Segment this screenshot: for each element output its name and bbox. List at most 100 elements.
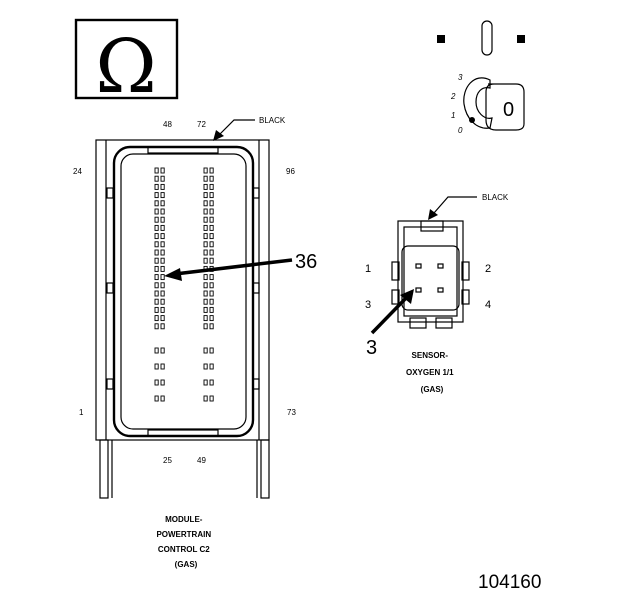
pcm-cavity xyxy=(154,241,159,248)
pcm-cavity xyxy=(154,224,159,231)
o2-sensor-connector: 1 2 3 4 BLACK 3 SENSOR- OXYGEN 1/1 (GAS) xyxy=(365,193,509,394)
pcm-cavity xyxy=(209,175,214,182)
o2-outer-body xyxy=(397,220,464,323)
pcm-cavity xyxy=(203,315,208,322)
pcm-cavity xyxy=(160,183,165,190)
o2-cavity-2 xyxy=(437,263,444,269)
pcm-cavity xyxy=(154,395,159,402)
pcm-cavity xyxy=(203,347,208,354)
o2-wire-leader xyxy=(433,196,477,214)
pcm-cavity xyxy=(209,233,214,240)
figure-number: 104160 xyxy=(478,572,541,593)
ignition-pos-3: 3 xyxy=(458,73,463,82)
pcm-cavity xyxy=(203,200,208,207)
pcm-cavity xyxy=(209,257,214,264)
pcm-cavity xyxy=(154,274,159,281)
pcm-cavity xyxy=(203,257,208,264)
pcm-cavity xyxy=(154,315,159,322)
pcm-cavity xyxy=(209,298,214,305)
pcm-cavity-grid xyxy=(154,167,214,402)
ignition-left-contact xyxy=(437,35,445,43)
pcm-cavity xyxy=(154,347,159,354)
pcm-cavity xyxy=(203,167,208,174)
o2-pin-3-leader xyxy=(370,294,410,335)
pcm-cavity xyxy=(154,200,159,207)
pcm-cavity xyxy=(209,183,214,190)
pcm-cavity xyxy=(154,183,159,190)
pcm-cavity xyxy=(160,233,165,240)
o2-pin-4-label: 4 xyxy=(485,299,491,311)
pcm-cavity xyxy=(160,395,165,402)
pcm-pin-73-label: 73 xyxy=(287,408,296,417)
pcm-inner-frame xyxy=(112,145,255,438)
pcm-cavity xyxy=(160,306,165,313)
ignition-key-dot xyxy=(469,117,475,123)
pcm-cavity xyxy=(160,315,165,322)
pcm-cavity xyxy=(154,363,159,370)
pcm-cavity xyxy=(154,306,159,313)
pcm-cavity xyxy=(209,192,214,199)
pcm-cavity xyxy=(209,167,214,174)
pcm-cavity xyxy=(203,233,208,240)
ignition-center-slot xyxy=(481,20,493,56)
pcm-wire-color: BLACK xyxy=(259,116,286,125)
pcm-cavity xyxy=(203,183,208,190)
pcm-leg-right xyxy=(260,439,270,499)
pcm-cavity xyxy=(154,216,159,223)
pcm-cavity xyxy=(209,274,214,281)
pcm-cavity xyxy=(154,208,159,215)
pcm-cavity xyxy=(160,257,165,264)
pcm-pin-25-label: 25 xyxy=(163,456,172,465)
ohm-symbol-box: Ω xyxy=(74,18,179,110)
pcm-cavity xyxy=(160,282,165,289)
o2-caption: SENSOR- OXYGEN 1/1 (GAS) xyxy=(406,345,458,394)
pcm-cavity xyxy=(209,323,214,330)
pcm-cavity xyxy=(160,274,165,281)
pcm-cavity xyxy=(160,208,165,215)
pcm-pin-24-label: 24 xyxy=(73,167,82,176)
ohm-icon: Ω xyxy=(95,24,156,110)
pcm-cavity xyxy=(160,200,165,207)
pcm-connector: 48 72 24 96 1 73 25 49 BLACK 36 MODULE- … xyxy=(73,116,317,569)
pcm-cavity xyxy=(203,290,208,297)
pcm-pin-1-label: 1 xyxy=(79,408,84,417)
pcm-cavity xyxy=(203,249,208,256)
pcm-cavity xyxy=(203,298,208,305)
pcm-cavity xyxy=(203,192,208,199)
o2-inner-body xyxy=(401,245,460,311)
pcm-cavity xyxy=(203,395,208,402)
pcm-cavity xyxy=(154,249,159,256)
ignition-pos-2: 2 xyxy=(450,92,456,101)
pcm-pin-36-callout: 36 xyxy=(295,251,317,273)
pcm-cavity xyxy=(154,282,159,289)
pcm-wire-arrow xyxy=(213,130,224,141)
pcm-cavity xyxy=(209,216,214,223)
pcm-cavity xyxy=(160,265,165,272)
pcm-cavity xyxy=(209,200,214,207)
pcm-cavity xyxy=(203,224,208,231)
pcm-cavity xyxy=(160,249,165,256)
o2-wire-color: BLACK xyxy=(482,193,509,202)
pcm-cavity xyxy=(209,379,214,386)
pcm-cavity xyxy=(160,241,165,248)
ignition-key-icon xyxy=(463,77,493,129)
pcm-outer-body xyxy=(95,139,270,441)
ignition-right-contact xyxy=(517,35,525,43)
pcm-cavity xyxy=(209,208,214,215)
pcm-cavity xyxy=(154,290,159,297)
pcm-cavity xyxy=(209,363,214,370)
pcm-pin-36-leader xyxy=(174,258,293,276)
o2-pin-1-label: 1 xyxy=(365,263,371,275)
pcm-pin-49-label: 49 xyxy=(197,456,206,465)
o2-cavity-3 xyxy=(415,287,422,293)
pcm-cavity xyxy=(203,216,208,223)
o2-pin-2-label: 2 xyxy=(485,263,491,275)
pcm-pin-72-label: 72 xyxy=(197,120,206,129)
o2-cavity-1 xyxy=(415,263,422,269)
pcm-cavity xyxy=(160,192,165,199)
o2-pin-3-label: 3 xyxy=(365,299,371,311)
o2-pin-3-arrow xyxy=(400,289,414,304)
pcm-leg-left xyxy=(99,439,109,499)
pcm-cavity xyxy=(203,379,208,386)
